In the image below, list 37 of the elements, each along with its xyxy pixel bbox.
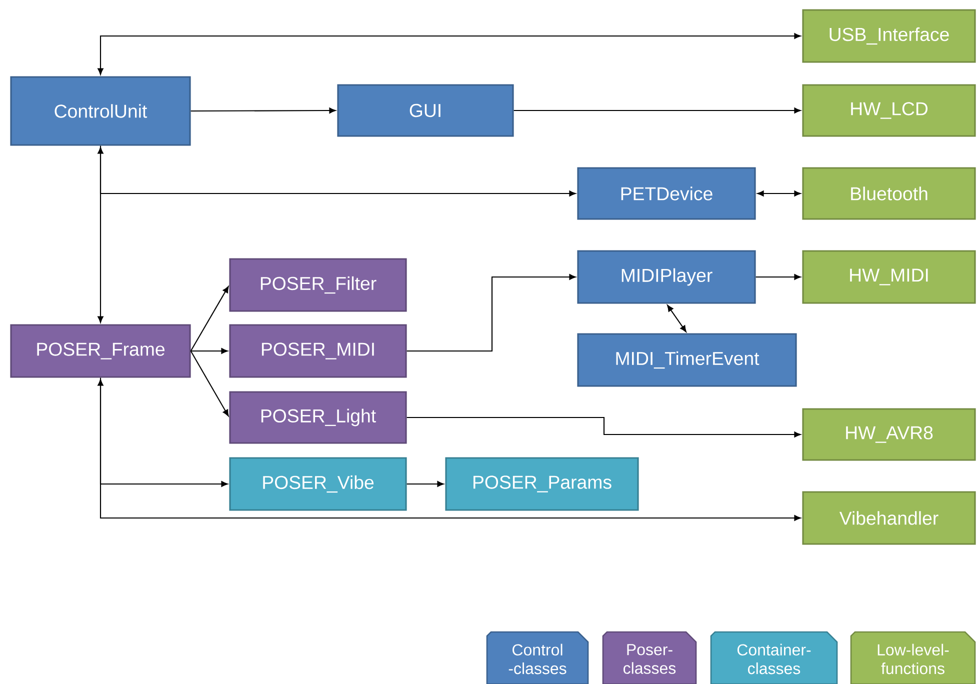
- legend-tag: Control -classes: [486, 631, 589, 684]
- class-box: HW_AVR8: [802, 408, 976, 461]
- class-box: POSER_Light: [229, 391, 407, 444]
- arrow: [667, 304, 686, 332]
- arrow: [190, 108, 336, 114]
- class-box: Vibehandler: [802, 491, 976, 545]
- legend-tag: Container- classes: [710, 631, 838, 684]
- arrow: [514, 108, 801, 114]
- arrow: [100, 146, 576, 196]
- class-box: GUI: [337, 84, 514, 137]
- arrow: [406, 416, 801, 438]
- class-box: POSER_Frame: [10, 324, 191, 378]
- class-box: PETDevice: [577, 167, 756, 220]
- class-box: POSER_Vibe: [229, 457, 407, 511]
- arrow: [406, 274, 576, 352]
- arrow: [100, 378, 228, 487]
- class-box: Bluetooth: [802, 167, 976, 220]
- arrow: [406, 481, 444, 487]
- arrow: [190, 348, 228, 354]
- class-box: HW_LCD: [802, 84, 976, 137]
- legend-tag: Low-level- functions: [850, 631, 976, 684]
- arrow: [98, 379, 801, 521]
- class-box: POSER_Params: [445, 457, 639, 511]
- arrow: [98, 147, 104, 323]
- class-box: MIDI_TimerEvent: [577, 333, 797, 387]
- arrow: [190, 350, 229, 416]
- class-box: POSER_MIDI: [229, 324, 407, 378]
- arrow: [190, 286, 229, 352]
- class-box: MIDIPlayer: [577, 250, 756, 304]
- class-box: ControlUnit: [10, 76, 191, 146]
- arrow: [757, 190, 801, 196]
- arrow: [756, 274, 801, 280]
- class-box: USB_Interface: [802, 9, 976, 63]
- class-box: HW_MIDI: [802, 250, 976, 304]
- arrow: [98, 33, 801, 75]
- legend-tag: Poser- classes: [602, 631, 697, 684]
- class-box: POSER_Filter: [229, 258, 407, 312]
